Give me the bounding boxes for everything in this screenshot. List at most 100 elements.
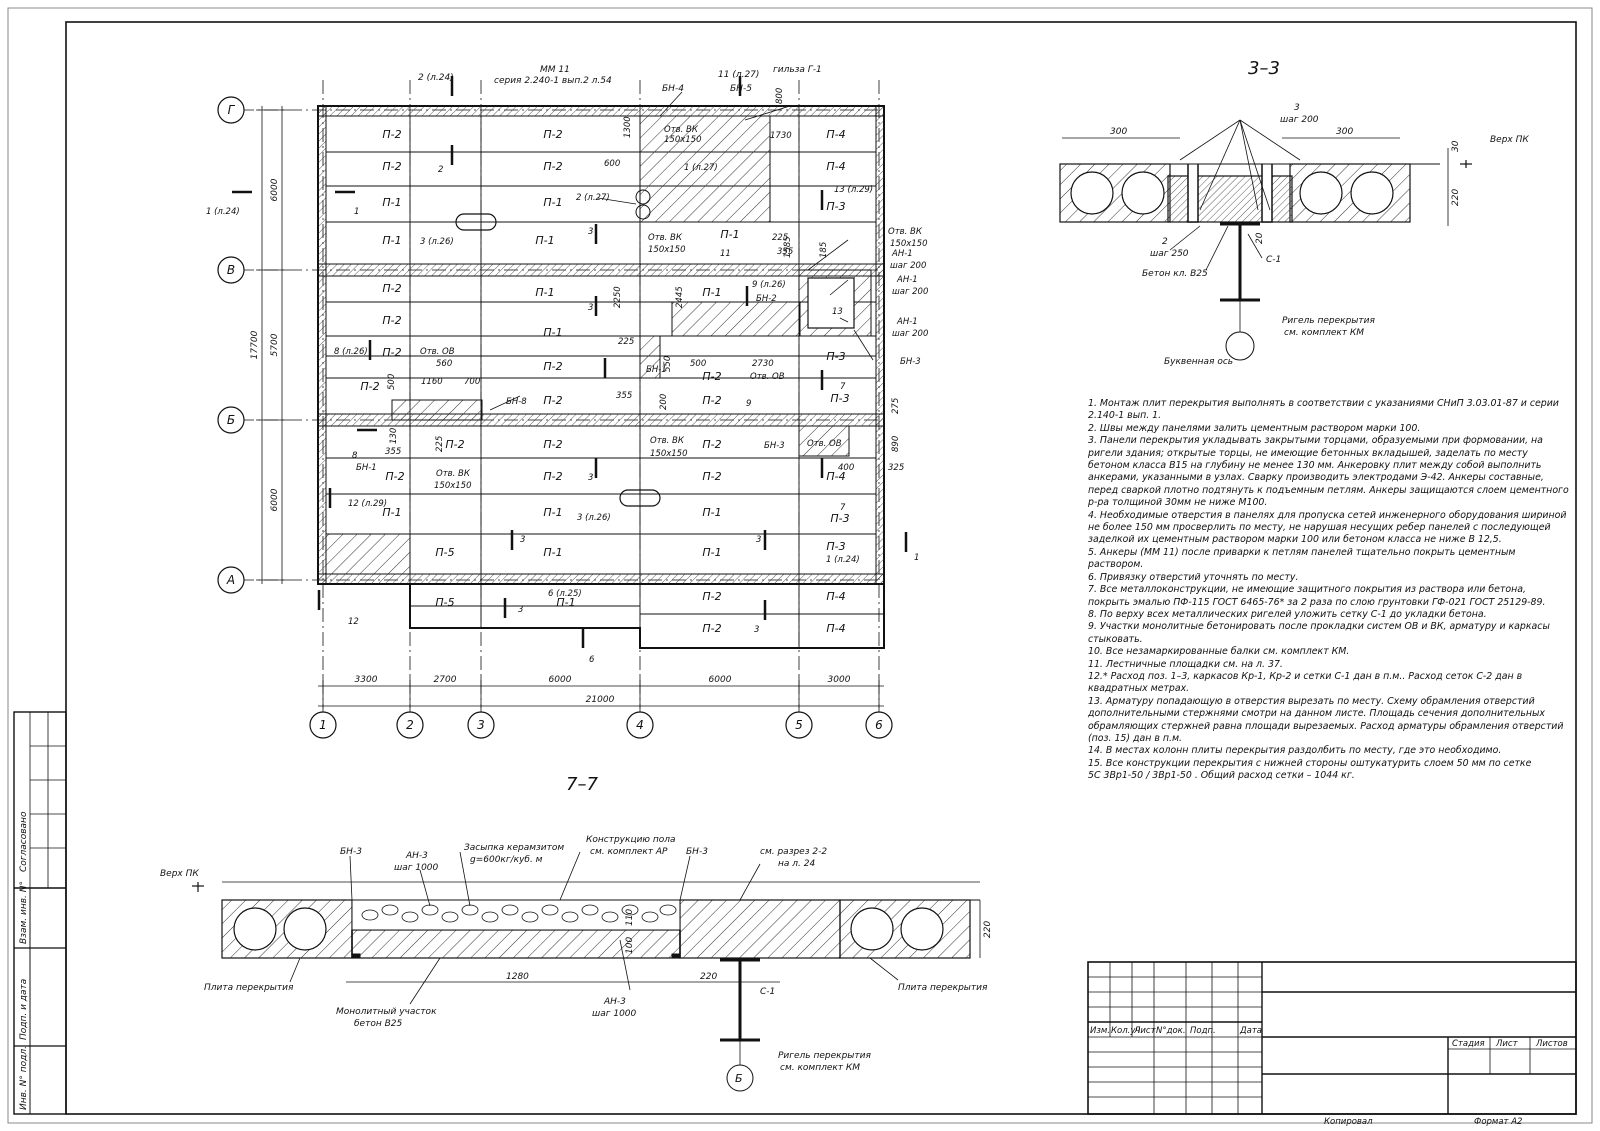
label-step1000: шаг 1000 <box>394 863 439 873</box>
label-an3-bottom: АН-3 <box>603 997 626 1007</box>
dim-left-1: 6000 <box>270 178 280 201</box>
label-d560: 560 <box>436 359 452 369</box>
label-bn1-2: БН-1 <box>356 463 377 473</box>
stamp-copied: Копировал <box>1324 1117 1373 1127</box>
label-sleeve: гильза Г-1 <box>773 65 822 75</box>
note-item: 5С 3Вр1-50 / 3Вр1-50 . Общий расход сетк… <box>1088 770 1355 782</box>
label-d355-2: 355 <box>616 391 632 401</box>
label-step200-2: шаг 200 <box>892 287 928 297</box>
label-cut-sheet: на л. 24 <box>778 859 815 869</box>
note-item: 6. Привязку отверстий уточнять по месту. <box>1088 571 1299 583</box>
stamp-sheets: Листов <box>1535 1039 1568 1049</box>
label-d1730: 1730 <box>770 131 792 141</box>
side-stamp-labels: Согласовано Взам. инв. N° Подп. и дата И… <box>19 811 29 1110</box>
plan-annotations: Отв. ВК 150х150 1 (л.27) 2 (л.27) 1300 6… <box>206 88 928 665</box>
slab-label: П-1 <box>720 228 739 241</box>
slab-label: П-2 <box>543 438 562 451</box>
note-item: 15. Все конструкции перекрытия с нижней … <box>1088 757 1532 769</box>
label-mark2: 2 <box>1162 237 1168 247</box>
label-cut11: 11 (л.27) <box>718 70 759 80</box>
note-item: 1. Монтаж плит перекрытия выполнять в со… <box>1088 398 1559 422</box>
dim-left-total: 17700 <box>250 330 260 359</box>
label-ref12-29: 12 (л.29) <box>348 499 387 509</box>
slab-label: П-1 <box>543 196 562 209</box>
slab-label: П-1 <box>556 596 575 609</box>
label-step1000-bottom: шаг 1000 <box>592 1009 637 1019</box>
label-n7-2: 7 <box>840 503 846 513</box>
slab-label: П-1 <box>382 196 401 209</box>
section-7-7-labels: 7–7 Верх ПК БН-3 АН-3 шаг 1000 Засыпка к… <box>160 774 993 1085</box>
label-otv-vk-4: Отв. ВК <box>436 469 471 479</box>
slab-label: П-1 <box>702 546 721 559</box>
note-item: 5. Анкеры (ММ 11) после приварки к петля… <box>1088 546 1516 571</box>
dim-110: 110 <box>625 909 635 926</box>
label-letter-axis: Буквенная ось <box>1164 357 1233 367</box>
dim-20: 20 <box>1255 232 1265 244</box>
label-girder-ref-77: см. комплект КМ <box>780 1063 860 1073</box>
slab-label: П-2 <box>382 282 401 295</box>
stamp-col-kol: Кол.уч <box>1111 1026 1140 1036</box>
label-ref1-27: 1 (л.27) <box>684 163 718 173</box>
label-ref6-25: 6 (л.25) <box>548 589 582 599</box>
stamp-col-date: Дата <box>1239 1026 1262 1036</box>
label-step200: шаг 200 <box>890 261 926 271</box>
dim-30: 30 <box>1451 140 1461 152</box>
label-otv-vk-5: Отв. ВК <box>650 436 685 446</box>
plan-dimensions: 3300 2700 6000 6000 3000 21000 6000 5700… <box>250 178 851 705</box>
label-ref9-26: 9 (л.26) <box>752 280 786 290</box>
slab-label: П-2 <box>702 622 721 635</box>
axis-labels: Г В Б А 1 2 3 4 5 6 <box>226 103 883 732</box>
label-d1160: 1160 <box>421 377 443 387</box>
plan-top-callouts: ММ 11 серия 2.240-1 вып.2 л.54 2 (л.24) … <box>418 65 822 94</box>
stamp-col-doc: N°док. <box>1156 1026 1186 1036</box>
slab-label: П-2 <box>702 470 721 483</box>
dim-300-right: 300 <box>1336 127 1353 137</box>
label-d225-2: 225 <box>618 337 634 347</box>
slab-label: П-5 <box>435 596 454 609</box>
slab-label: П-2 <box>543 128 562 141</box>
note-item: 10. Все незамаркированные балки см. комп… <box>1088 646 1350 658</box>
label-bn5: БН-5 <box>730 84 752 94</box>
label-n12: 12 <box>348 617 359 627</box>
axis-number-2: 2 <box>406 718 414 732</box>
title-block <box>1087 961 1577 1115</box>
label-n3-7: 3 <box>754 625 759 635</box>
axis-number-1: 1 <box>319 718 327 732</box>
label-n3-6: 3 <box>518 605 523 615</box>
slab-label: П-1 <box>535 234 554 247</box>
label-girder: Ригель перекрытия <box>1282 316 1375 326</box>
label-floor-ref: см. комплект АР <box>590 847 668 857</box>
label-d1300: 1300 <box>623 116 633 138</box>
section-3-3 <box>1059 119 1472 361</box>
label-an1-2: АН-1 <box>896 275 918 285</box>
label-girder-77: Ригель перекрытия <box>778 1051 871 1061</box>
label-d325: 325 <box>888 463 904 473</box>
label-c1-77: С-1 <box>760 987 775 997</box>
dim-left-3: 6000 <box>270 488 280 511</box>
label-step200: шаг 200 <box>1280 115 1319 125</box>
label-size-2: 150х150 <box>648 245 685 255</box>
dim-bottom-1: 3300 <box>355 675 378 685</box>
slab-label: П-2 <box>543 394 562 407</box>
label-mono-concrete: бетон В25 <box>354 1019 402 1029</box>
label-otv-vk-2: Отв. ВК <box>648 233 683 243</box>
label-size-5: 150х150 <box>650 449 687 459</box>
axis-number-3: 3 <box>477 718 485 732</box>
label-ref1-24-2: 1 (л.24) <box>826 555 860 565</box>
note-item: 7. Все металлоконструкции, не имеющие за… <box>1088 584 1546 608</box>
slab-label: П-2 <box>702 394 721 407</box>
dim-left-2: 5700 <box>270 333 280 356</box>
side-sign-date: Подп. и дата <box>19 979 29 1040</box>
slab-label: П-3 <box>826 200 845 213</box>
label-ref1-24: 1 (л.24) <box>206 207 240 217</box>
label-n3-4: 3 <box>520 535 525 545</box>
slab-label: П-2 <box>360 380 379 393</box>
section-7-7-title: 7–7 <box>566 774 598 795</box>
label-d890: 890 <box>891 436 901 452</box>
label-size: 150х150 <box>664 135 701 145</box>
slab-label: П-2 <box>382 160 401 173</box>
section-3-3-title: 3–3 <box>1248 58 1280 79</box>
stamp-col-list: Лист <box>1133 1026 1157 1036</box>
label-d500-2: 500 <box>387 374 397 390</box>
label-n6: 6 <box>589 655 595 665</box>
